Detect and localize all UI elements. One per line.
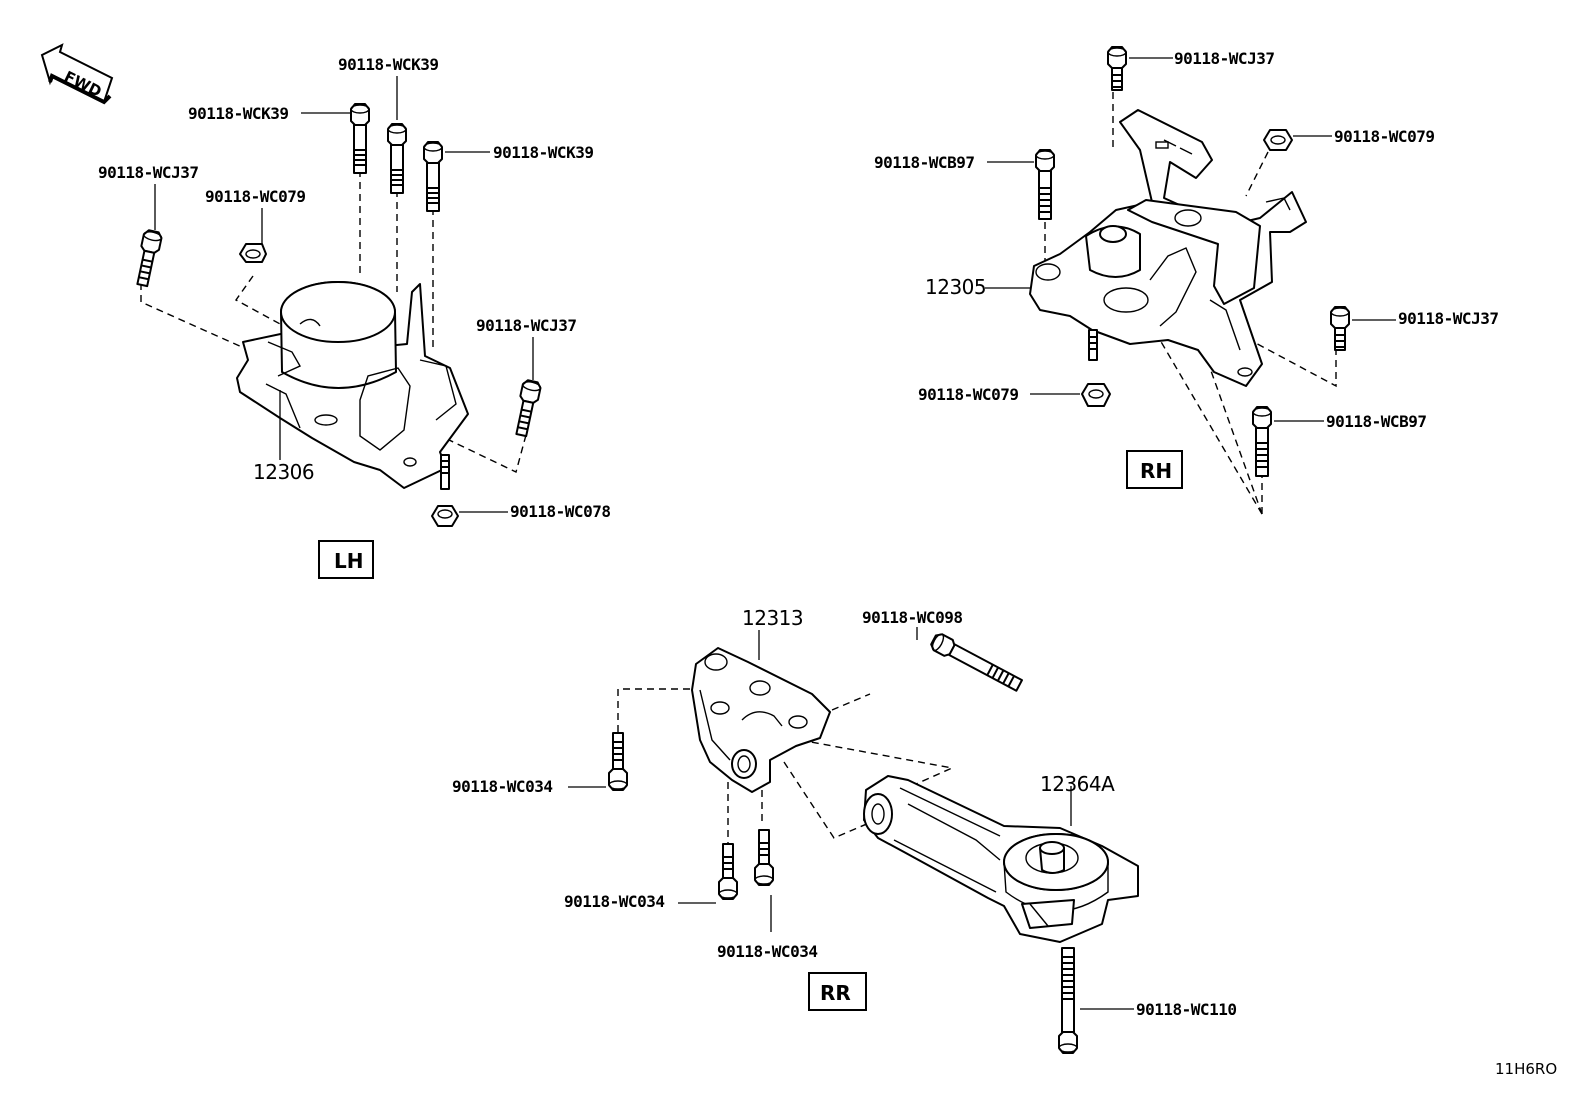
lh-bolt-wck39-right-icon <box>423 141 443 212</box>
rh-label-wc079-bottom: 90118-WC079 <box>918 385 1018 404</box>
rh-nut-wc079-bottom-icon <box>1081 383 1111 407</box>
rh-label-wcj37-right: 90118-WCJ37 <box>1398 309 1498 328</box>
rh-section-label: RH <box>1140 459 1172 483</box>
lh-bolt-wcj37-left-icon <box>136 228 164 288</box>
rr-label-wc110: 90118-WC110 <box>1136 1000 1236 1019</box>
lh-bolt-wck39-top-icon <box>387 123 407 194</box>
rh-bolt-wcj37-top-icon <box>1107 46 1127 91</box>
rr-section: 12313 90118-WC098 90118-WC034 12364A 901… <box>452 606 1237 1054</box>
rh-section: 90118-WCJ37 90118-WC079 90118-WCB97 1230… <box>874 46 1499 515</box>
rh-label-part-12305: 12305 <box>925 275 986 299</box>
lh-section: 90118-WCK39 90118-WCK39 90118-WCK39 9011… <box>98 55 611 579</box>
rr-section-box: RR <box>808 972 867 1011</box>
lh-label-wck39-left: 90118-WCK39 <box>188 104 288 123</box>
rr-label-wc034-left: 90118-WC034 <box>452 777 552 796</box>
rh-section-box: RH <box>1126 450 1183 489</box>
rr-label-wc034-mid: 90118-WC034 <box>564 892 664 911</box>
lh-label-wc079: 90118-WC079 <box>205 187 305 206</box>
rh-label-wc079-top: 90118-WC079 <box>1334 127 1434 146</box>
rr-section-label: RR <box>820 981 851 1005</box>
lh-bolt-wcj37-right-icon <box>515 378 543 438</box>
lh-nut-wc078-icon <box>431 505 459 527</box>
lh-section-label: LH <box>334 549 363 573</box>
rr-bracket-12313 <box>691 647 831 793</box>
rr-label-part-12313: 12313 <box>742 606 803 630</box>
rr-bolt-wc098-icon <box>928 630 1023 692</box>
rr-bolt-wc034-mid-icon <box>718 843 738 900</box>
rh-bolt-wcb97-left-icon <box>1035 149 1055 220</box>
rr-label-wc034-bottom: 90118-WC034 <box>717 942 817 961</box>
rr-bolt-wc034-left-icon <box>608 732 628 791</box>
rh-nut-wc079-top-icon <box>1263 129 1293 151</box>
rr-torque-rod-12364A <box>863 775 1139 943</box>
rr-label-part-12364A: 12364A <box>1040 772 1115 796</box>
lh-label-wcj37-right: 90118-WCJ37 <box>476 316 576 335</box>
diagram-code: 11H6RO <box>1495 1060 1557 1078</box>
lh-label-wcj37-left: 90118-WCJ37 <box>98 163 198 182</box>
rr-label-wc098: 90118-WC098 <box>862 608 962 627</box>
rr-bolt-wc034-bottom-icon <box>754 829 774 886</box>
rh-bolt-wcj37-right-icon <box>1330 306 1350 351</box>
rh-mount-12305 <box>1029 109 1307 387</box>
lh-section-box: LH <box>318 540 374 579</box>
rh-label-wcb97-left: 90118-WCB97 <box>874 153 974 172</box>
fwd-arrow-icon: FWD <box>40 43 114 105</box>
rh-label-wcb97-right: 90118-WCB97 <box>1326 412 1426 431</box>
lh-bolt-wck39-left-icon <box>350 103 370 174</box>
rh-bolt-wcb97-right-icon <box>1252 406 1272 477</box>
lh-label-wck39-right: 90118-WCK39 <box>493 143 593 162</box>
rh-label-wcj37-top: 90118-WCJ37 <box>1174 49 1274 68</box>
lh-mount-12306 <box>236 281 469 489</box>
rr-bolt-wc110-icon <box>1058 947 1078 1054</box>
lh-label-wc078: 90118-WC078 <box>510 502 610 521</box>
lh-label-wck39-top: 90118-WCK39 <box>338 55 438 74</box>
lh-label-part-12306: 12306 <box>253 460 314 484</box>
lh-nut-wc079-icon <box>239 243 267 263</box>
